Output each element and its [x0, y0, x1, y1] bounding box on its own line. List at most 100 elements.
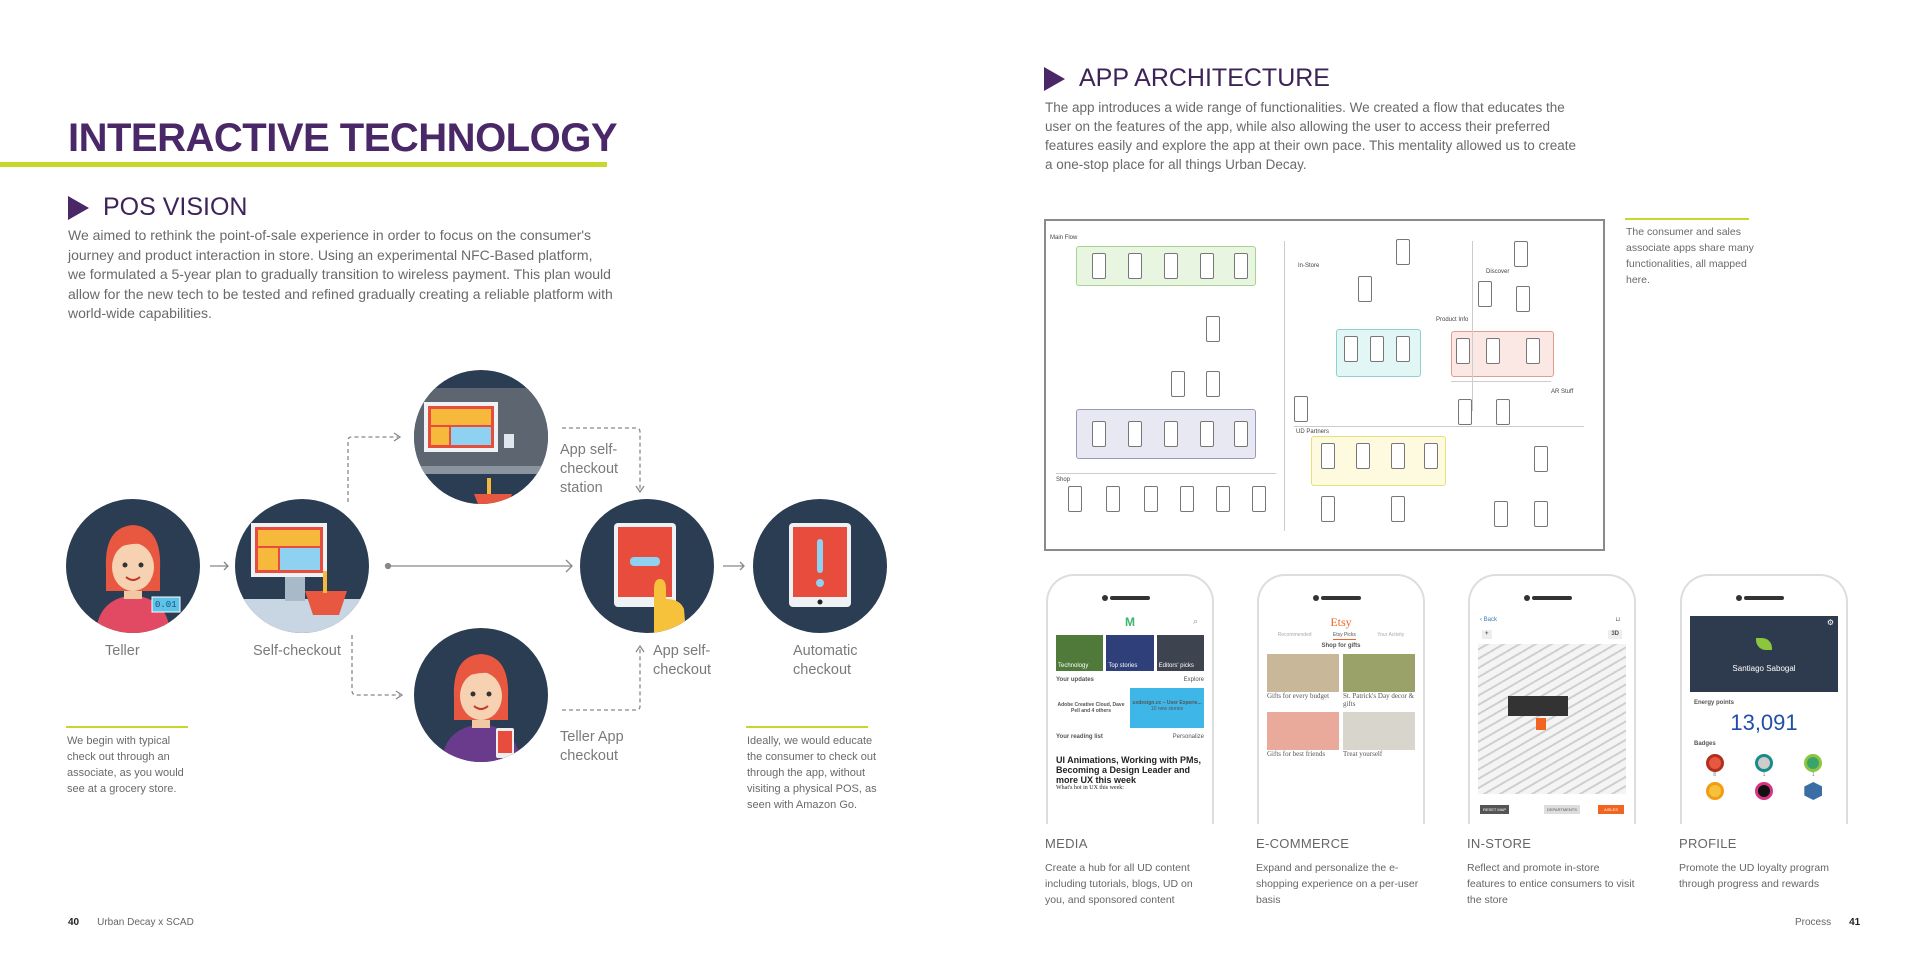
profile-phone: ⚙ Santiago Sabogal Energy points 13,091 …	[1680, 574, 1848, 824]
search-icon[interactable]: ⌕	[1192, 616, 1198, 626]
back-label: Back	[1483, 617, 1498, 623]
automatic-checkout-illustration	[753, 499, 887, 633]
note-left: We begin with typical check out through …	[67, 735, 184, 795]
badge-count: 1	[1762, 772, 1766, 778]
ecommerce-phone: Etsy Recommended Etsy Picks Your Activit…	[1257, 574, 1425, 824]
badges-label: Badges	[1694, 741, 1716, 747]
note-right: Ideally, we would educate the consumer t…	[747, 735, 877, 811]
medium-logo-icon: M	[1125, 616, 1135, 629]
app-architecture-body: The app introduces a wide range of funct…	[1045, 100, 1577, 172]
explore-link[interactable]: Explore	[1183, 677, 1204, 683]
departments-button[interactable]: DEPARTMENTS	[1544, 805, 1580, 814]
profile-label: PROFILE	[1679, 836, 1737, 851]
instore-desc: Reflect and promote in-store features to…	[1467, 862, 1635, 906]
tile-label: Treat yourself	[1343, 750, 1383, 758]
label-line: checkout	[653, 662, 712, 678]
teller-app-label: Teller App checkout	[560, 728, 624, 766]
updates-label: Your updates	[1056, 677, 1094, 683]
back-button[interactable]: ‹ Back	[1480, 617, 1498, 623]
energy-points: 13,091	[1730, 710, 1798, 735]
profile-name: Santiago Sabogal	[1732, 664, 1796, 673]
triangle-bullet-icon	[1044, 66, 1065, 91]
personalize-link[interactable]: Personalize	[1172, 734, 1204, 740]
profile-desc: Promote the UD loyalty program through p…	[1679, 862, 1829, 890]
label-line: App self-	[653, 643, 711, 659]
teller-app-illustration	[414, 628, 548, 762]
page-title: INTERACTIVE TECHNOLOGY	[68, 116, 618, 160]
article-headline[interactable]: UI Animations, Working with PMs, Becomin…	[1056, 755, 1202, 785]
publication: uxdesign.cc – User Experie...	[1132, 700, 1202, 706]
label-line: checkout	[793, 662, 852, 678]
diagram-label: Discover	[1486, 269, 1510, 275]
reset-map-button[interactable]: RESET MAP	[1480, 805, 1510, 814]
instore-label: IN-STORE	[1467, 836, 1532, 851]
diagram-label: Shop	[1056, 477, 1071, 483]
app-self-checkout-illustration	[580, 499, 714, 633]
profile-header: ⚙ Santiago Sabogal	[1690, 616, 1838, 692]
pos-vision-body: We aimed to rethink the point-of-sale ex…	[68, 227, 613, 321]
zoom-in-button[interactable]: +	[1482, 630, 1492, 639]
badge-count: 1	[1811, 772, 1815, 778]
tile-label: Gifts for every budget	[1267, 692, 1330, 700]
diagram-label: Main Flow	[1050, 235, 1078, 241]
gift-tile[interactable]: St. Patrick's Day decor & gifts	[1343, 654, 1415, 708]
price-tag: 0.01	[155, 600, 177, 610]
tab-recommended[interactable]: Recommended	[1277, 632, 1312, 638]
page-number: 40	[68, 917, 80, 928]
footer-text: Urban Decay x SCAD	[97, 917, 194, 928]
media-phone: M ⌕ Technology Top stories Editors' pick…	[1046, 574, 1214, 824]
gift-tile[interactable]: Gifts for best friends	[1267, 712, 1339, 758]
badge-icon[interactable]	[1804, 782, 1823, 800]
etsy-logo: Etsy	[1330, 616, 1352, 629]
product-tooltip	[1508, 696, 1568, 716]
badge-icon[interactable]	[1705, 782, 1724, 800]
media-desc: Create a hub for all UD content includin…	[1045, 862, 1193, 906]
diagram-label: Product Info	[1436, 317, 1469, 323]
reading-list-label: Your reading list	[1056, 734, 1103, 740]
section-title: POS VISION	[103, 193, 248, 221]
automatic-label: Automatic checkout	[793, 642, 857, 680]
app-architecture-heading: APP ARCHITECTURE	[1044, 64, 1330, 93]
diagram-label: AR Stuff	[1551, 389, 1574, 395]
teller-label: Teller	[105, 643, 140, 659]
station-illustration	[414, 370, 548, 504]
badge-icon[interactable]	[1804, 754, 1823, 772]
update-sources: Adobe Creative Cloud, Dave Pell and 4 ot…	[1057, 702, 1125, 714]
aisles-button[interactable]: AISLES	[1597, 805, 1624, 814]
map-pin-icon	[1536, 718, 1546, 730]
tab-etsy-picks[interactable]: Etsy Picks	[1332, 632, 1356, 640]
architecture-diagram: Main Flow In-Store Discover Product Info…	[1044, 219, 1605, 551]
badge-icon[interactable]	[1754, 754, 1773, 772]
tab-your-activity[interactable]: Your Activity	[1377, 632, 1405, 638]
app-self-checkout-label: App self- checkout	[653, 642, 711, 680]
triangle-bullet-icon	[68, 195, 89, 220]
tile-label: Editors' picks	[1158, 663, 1194, 669]
badge-icon[interactable]	[1754, 782, 1773, 800]
gear-icon[interactable]: ⚙	[1826, 618, 1834, 627]
self-checkout-label: Self-checkout	[253, 643, 341, 659]
label-line: checkout	[560, 748, 619, 764]
tile-label: Technology	[1058, 663, 1089, 669]
cart-icon[interactable]: ⊔	[1615, 617, 1620, 623]
3d-toggle[interactable]: 3D	[1608, 630, 1622, 639]
label-line: Automatic	[793, 643, 858, 659]
flow-connectors	[210, 427, 745, 711]
store-map[interactable]	[1478, 644, 1626, 794]
instore-phone: ‹ Back ⊔ + 3D RESET MAP DEPARTMENTS AISL…	[1468, 574, 1636, 824]
footer-right: Process 41	[1795, 917, 1878, 928]
pos-vision-heading: POS VISION	[68, 193, 247, 222]
badge-count: 8	[1713, 772, 1717, 778]
label-line: station	[560, 480, 603, 496]
page-number: 41	[1849, 917, 1861, 928]
gift-tile[interactable]: Treat yourself	[1343, 712, 1415, 758]
footer-text: Process	[1795, 917, 1832, 928]
badge-icon[interactable]	[1705, 754, 1724, 772]
title-underline	[0, 162, 607, 167]
note-rule	[1625, 218, 1749, 220]
note-rule	[746, 726, 868, 728]
gift-tile[interactable]: Gifts for every budget	[1267, 654, 1339, 708]
energy-label: Energy points	[1694, 700, 1735, 706]
diagram-label: In-Store	[1298, 263, 1320, 269]
new-stories: 10 new stories	[1150, 706, 1184, 712]
tile-label: St. Patrick's Day decor & gifts	[1343, 692, 1415, 708]
